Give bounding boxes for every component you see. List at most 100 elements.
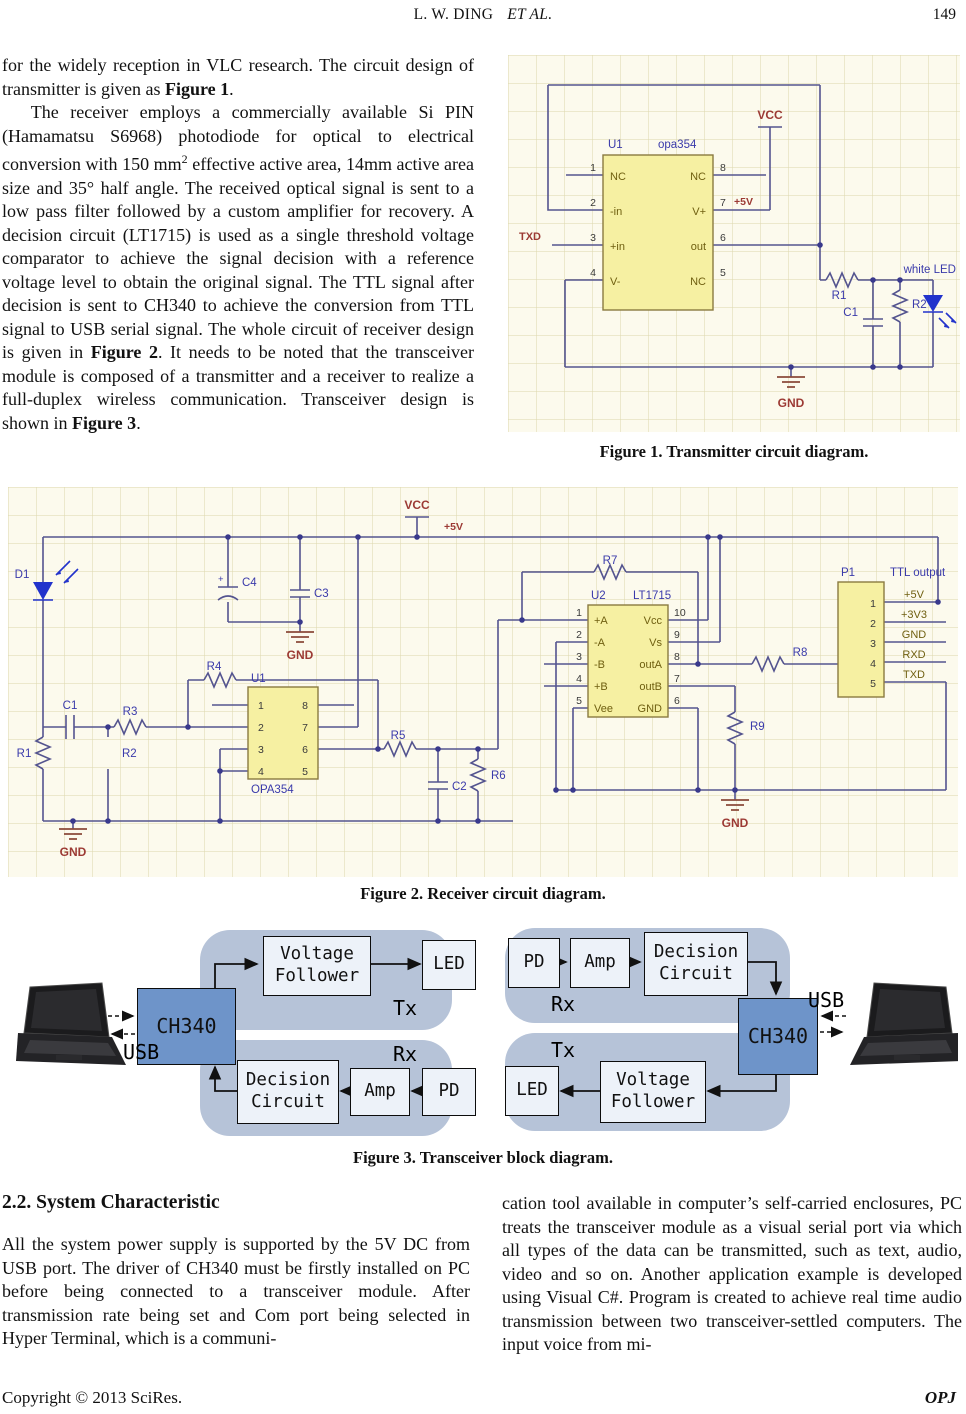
net-label: +3V3 [901, 609, 927, 621]
voltage-follower-block-right: Voltage Follower [600, 1061, 706, 1123]
pin-number: 1 [576, 607, 582, 619]
figure1-caption: Figure 1. Transmitter circuit diagram. [599, 442, 869, 461]
pin-name: -A [594, 637, 606, 649]
pin-number: 7 [302, 722, 308, 734]
page-number: 149 [932, 6, 956, 23]
pin-number: 1 [870, 598, 876, 610]
pin-name: +in [610, 241, 625, 253]
pin-number: 8 [302, 700, 308, 712]
r7-label: R7 [603, 555, 618, 567]
pin-name: outB [639, 681, 662, 693]
opa354-chip [247, 686, 319, 780]
u1-ref: U1 [251, 673, 266, 685]
pin-number: 3 [576, 651, 582, 663]
decision-circuit-block-left: Decision Circuit [237, 1060, 339, 1124]
pin-number: 6 [720, 232, 726, 244]
net-label: RXD [902, 649, 925, 661]
solid-arrows [208, 955, 783, 1098]
pin-number: 4 [576, 673, 582, 685]
ch340-block-left: CH340 [137, 988, 236, 1065]
author-names: L. W. DING [413, 6, 494, 23]
pd-block-right: PD [508, 938, 560, 988]
pin-name: NC [690, 171, 706, 183]
ground-symbols [59, 631, 749, 840]
journal-abbreviation: OPJ [924, 1388, 956, 1407]
schematic-grid [8, 487, 958, 877]
pin-number: 8 [720, 162, 726, 174]
c4-label: C4 [242, 577, 257, 589]
white-led-label: white LED [903, 264, 956, 276]
led-symbol [923, 295, 957, 329]
figure2-ref: Figure 2 [90, 342, 158, 362]
usb-label-left: USB [123, 1040, 160, 1064]
figure1: U1 opa354 1 2 3 4 8 7 6 5 NC -in +in V- … [508, 55, 960, 462]
gnd-label: GND [287, 648, 314, 662]
pin-number: 2 [590, 197, 596, 209]
laptop-right-icon [850, 982, 958, 1065]
plus5v-label: +5V [444, 521, 463, 533]
usb-dashed-arrows [108, 1010, 846, 1040]
pin-name: out [691, 241, 706, 253]
pin-number: 5 [302, 766, 308, 778]
junction-dots [70, 534, 941, 824]
pin-number: 1 [590, 162, 596, 174]
r6-label: R6 [491, 770, 506, 782]
section-heading: 2.2. System Characteristic [2, 1192, 220, 1213]
u2-ref: U2 [591, 590, 606, 602]
gnd-label: GND [778, 396, 805, 410]
pin-name: +B [594, 681, 608, 693]
photodiode-symbol [33, 560, 79, 601]
pin-name: NC [690, 276, 706, 288]
ch340-block-right: CH340 [738, 998, 818, 1075]
pin-name: Vs [649, 637, 662, 649]
pin-number: 4 [258, 766, 264, 778]
pin-number: 4 [870, 658, 876, 670]
p2-text-c: . It needs to be noted that the transcei… [2, 342, 474, 433]
r9-label: R9 [750, 721, 765, 733]
u1-ref: U1 [608, 139, 623, 151]
figure2-caption: Figure 2. Receiver circuit diagram. [360, 884, 606, 903]
p1-end: . [229, 78, 234, 99]
vcc-label: VCC [404, 498, 430, 512]
tx-label-left: Tx [393, 996, 418, 1020]
p1-title: TTL output [890, 567, 946, 579]
section-right-text: cation tool available in computer’s self… [502, 1193, 962, 1354]
pin-number: 6 [674, 695, 680, 707]
led-block-right: LED [505, 1066, 559, 1116]
u2-part: LT1715 [633, 590, 671, 602]
gnd-label: GND [722, 816, 749, 830]
led-block-left: LED [422, 940, 476, 990]
txd-label: TXD [519, 231, 541, 243]
figure3-arrows [16, 955, 958, 1098]
pin-name: NC [610, 171, 626, 183]
rx-label-right: Rx [551, 992, 576, 1016]
gnd-label: GND [60, 845, 87, 859]
amp-block-left: Amp [350, 1068, 410, 1116]
opamp-chip [602, 154, 714, 311]
pin-name: outA [639, 659, 662, 671]
u1-part: opa354 [658, 139, 697, 151]
pin-number: 1 [258, 700, 264, 712]
c1-label: C1 [63, 700, 78, 712]
figure3: CH340 Voltage Follower LED Decision Circ… [8, 928, 958, 1140]
pin-number: 6 [302, 744, 308, 756]
laptop-left-icon [16, 982, 126, 1065]
copyright-notice: Copyright © 2013 SciRes. [2, 1388, 183, 1407]
p2-end: . [136, 412, 141, 433]
tx-label-right: Tx [551, 1038, 576, 1062]
pin-number: 5 [720, 267, 726, 279]
net-label: +5V [904, 589, 925, 601]
ground-symbol [777, 376, 805, 388]
amp-block-right: Amp [570, 938, 630, 988]
pin-number: 2 [576, 629, 582, 641]
pin-name: V+ [692, 206, 706, 218]
r1-label: R1 [832, 290, 847, 302]
wiring [547, 84, 934, 377]
pin-number: 9 [674, 629, 680, 641]
c4-plus: + [218, 574, 224, 585]
voltage-follower-block-left: Voltage Follower [263, 936, 371, 996]
wiring [33, 516, 947, 829]
figure1-ref: Figure 1 [164, 78, 230, 99]
pin-name: Vee [594, 703, 613, 715]
r2-label: R2 [122, 748, 137, 760]
